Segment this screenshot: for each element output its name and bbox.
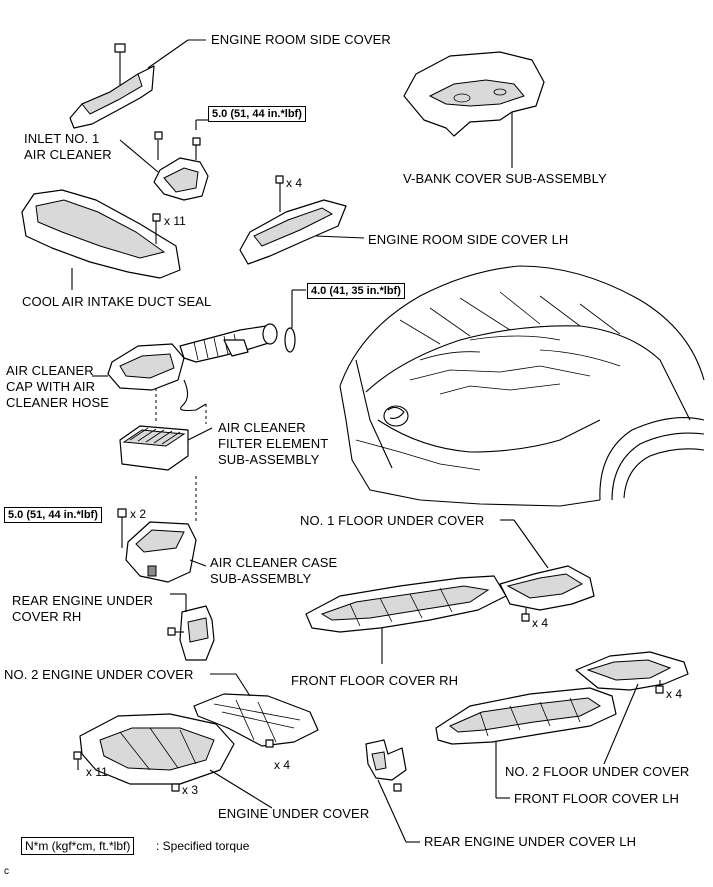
legend-torque-unit: N*m (kgf*cm, ft.*lbf): [21, 837, 135, 855]
air-cleaner-case-illustration: [117, 388, 207, 583]
engine-room-side-cover-lh-illustration: [239, 175, 365, 265]
label-rear-engine-under-cover-lh: REAR ENGINE UNDER COVER LH: [424, 834, 637, 849]
qty-no2-engine: x 4: [274, 758, 291, 772]
rear-engine-under-cover-lh-illustration: [365, 739, 420, 843]
rear-engine-under-cover-rh-illustration: [167, 593, 215, 661]
no2-engine-under-cover-illustration: [193, 673, 319, 748]
engine-under-cover-illustration: [73, 713, 273, 809]
air-cleaner-filter-illustration: [119, 425, 213, 471]
no2-floor-under-cover-illustration: [575, 651, 689, 765]
torque-air-cleaner-cap: 4.0 (41, 35 in.*lbf): [307, 283, 405, 299]
label-no1-floor-under-cover: NO. 1 FLOOR UNDER COVER: [300, 513, 485, 528]
no1-floor-under-cover-illustration: [499, 519, 595, 622]
corner-mark: c: [4, 866, 9, 877]
qty-duct-seal: x 11: [164, 214, 186, 228]
label-inlet-no1-air-cleaner: INLET NO. 1 AIR CLEANER: [24, 131, 112, 162]
label-front-floor-cover-lh: FRONT FLOOR COVER LH: [514, 791, 680, 806]
torque-air-cleaner-case: 5.0 (51, 44 in.*lbf): [4, 507, 102, 523]
label-engine-room-side-cover-lh: ENGINE ROOM SIDE COVER LH: [368, 232, 569, 247]
cool-air-intake-duct-seal-illustration: [21, 189, 181, 290]
inlet-air-cleaner-illustration: [119, 119, 209, 201]
label-v-bank-cover: V-BANK COVER SUB-ASSEMBLY: [403, 171, 607, 186]
legend-torque-meaning: : Specified torque: [156, 839, 250, 853]
front-floor-cover-lh-illustration: [435, 687, 617, 799]
front-floor-cover-rh-illustration: [305, 575, 507, 664]
qty-no2-floor: x 4: [666, 687, 683, 701]
label-air-cleaner-filter: AIR CLEANER FILTER ELEMENT SUB-ASSEMBLY: [218, 420, 329, 467]
qty-engine-under-11: x 11: [86, 765, 108, 779]
label-no2-engine-under-cover: NO. 2 ENGINE UNDER COVER: [4, 667, 194, 682]
label-air-cleaner-cap: AIR CLEANER CAP WITH AIR CLEANER HOSE: [6, 363, 110, 410]
v-bank-cover-illustration: [403, 51, 545, 168]
qty-engine-under-3: x 3: [182, 783, 199, 797]
torque-inlet: 5.0 (51, 44 in.*lbf): [208, 106, 306, 122]
label-cool-air-intake-duct-seal: COOL AIR INTAKE DUCT SEAL: [22, 294, 212, 309]
qty-side-cover-lh: x 4: [286, 176, 303, 190]
label-engine-under-cover: ENGINE UNDER COVER: [218, 806, 370, 821]
label-no2-floor-under-cover: NO. 2 FLOOR UNDER COVER: [505, 764, 690, 779]
label-rear-engine-under-cover-rh: REAR ENGINE UNDER COVER RH: [12, 593, 154, 624]
label-air-cleaner-case: AIR CLEANER CASE SUB-ASSEMBLY: [210, 555, 338, 586]
air-cleaner-cap-illustration: [92, 289, 306, 412]
label-front-floor-cover-rh: FRONT FLOOR COVER RH: [291, 673, 459, 688]
engine-room-side-cover-illustration: [69, 39, 206, 129]
qty-case: x 2: [130, 507, 147, 521]
qty-no1-floor: x 4: [532, 616, 549, 630]
label-engine-room-side-cover: ENGINE ROOM SIDE COVER: [211, 32, 391, 47]
vehicle-outline-illustration: [339, 265, 705, 507]
